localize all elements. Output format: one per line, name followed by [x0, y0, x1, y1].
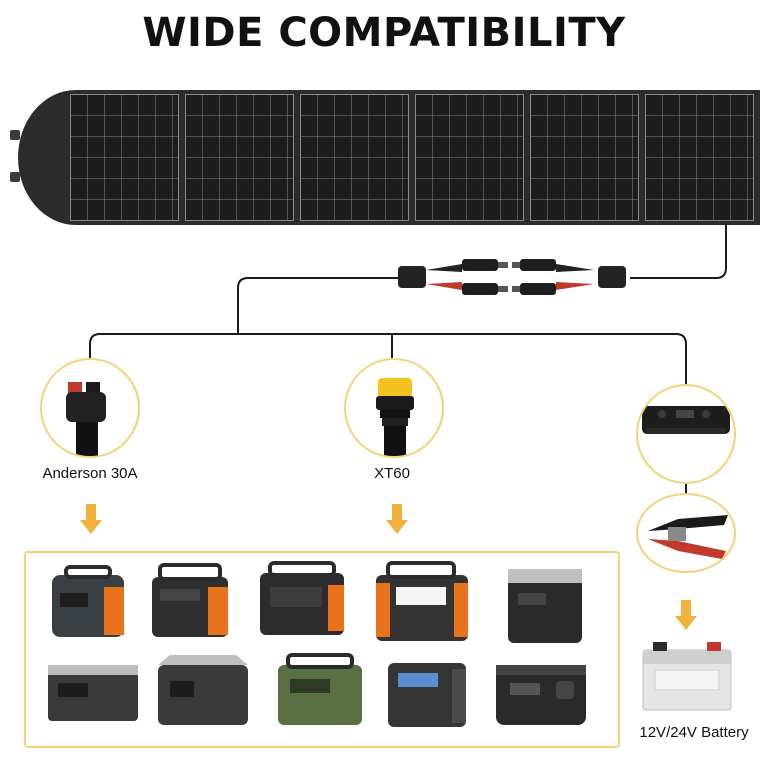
battery-clamps-image [636, 493, 736, 573]
panel-cell [185, 94, 294, 221]
mc4-connectors [398, 259, 626, 295]
down-arrow-icon [386, 504, 408, 534]
power-station-image [152, 563, 228, 637]
panel-hinge [10, 130, 20, 140]
power-station-image [260, 561, 344, 635]
compatible-devices [24, 551, 620, 748]
panel-hinge [10, 172, 20, 182]
down-arrow-icon [675, 600, 697, 630]
xt60-label: XT60 [374, 465, 410, 482]
xt60-connector-image [344, 358, 444, 458]
power-station-image [496, 665, 586, 725]
page-title: WIDE COMPATIBILITY [142, 10, 626, 56]
power-station-image [158, 655, 248, 725]
power-station-image [48, 665, 138, 721]
charge-controller-image [636, 384, 736, 484]
battery-label: 12V/24V Battery [639, 724, 749, 741]
power-station-image [388, 663, 466, 727]
panel-cell [415, 94, 524, 221]
panel-cell [300, 94, 409, 221]
battery-image [642, 642, 732, 711]
panel-cell [530, 94, 639, 221]
power-station-image [52, 565, 124, 637]
power-station-image [376, 561, 468, 641]
panel-cell [645, 94, 754, 221]
panel-cell [70, 94, 179, 221]
anderson-label: Anderson 30A [42, 465, 138, 482]
down-arrow-icon [80, 504, 102, 534]
anderson-connector-image [40, 358, 140, 458]
solar-panel [10, 90, 760, 225]
power-station-image [278, 653, 362, 725]
power-station-image [508, 569, 582, 643]
